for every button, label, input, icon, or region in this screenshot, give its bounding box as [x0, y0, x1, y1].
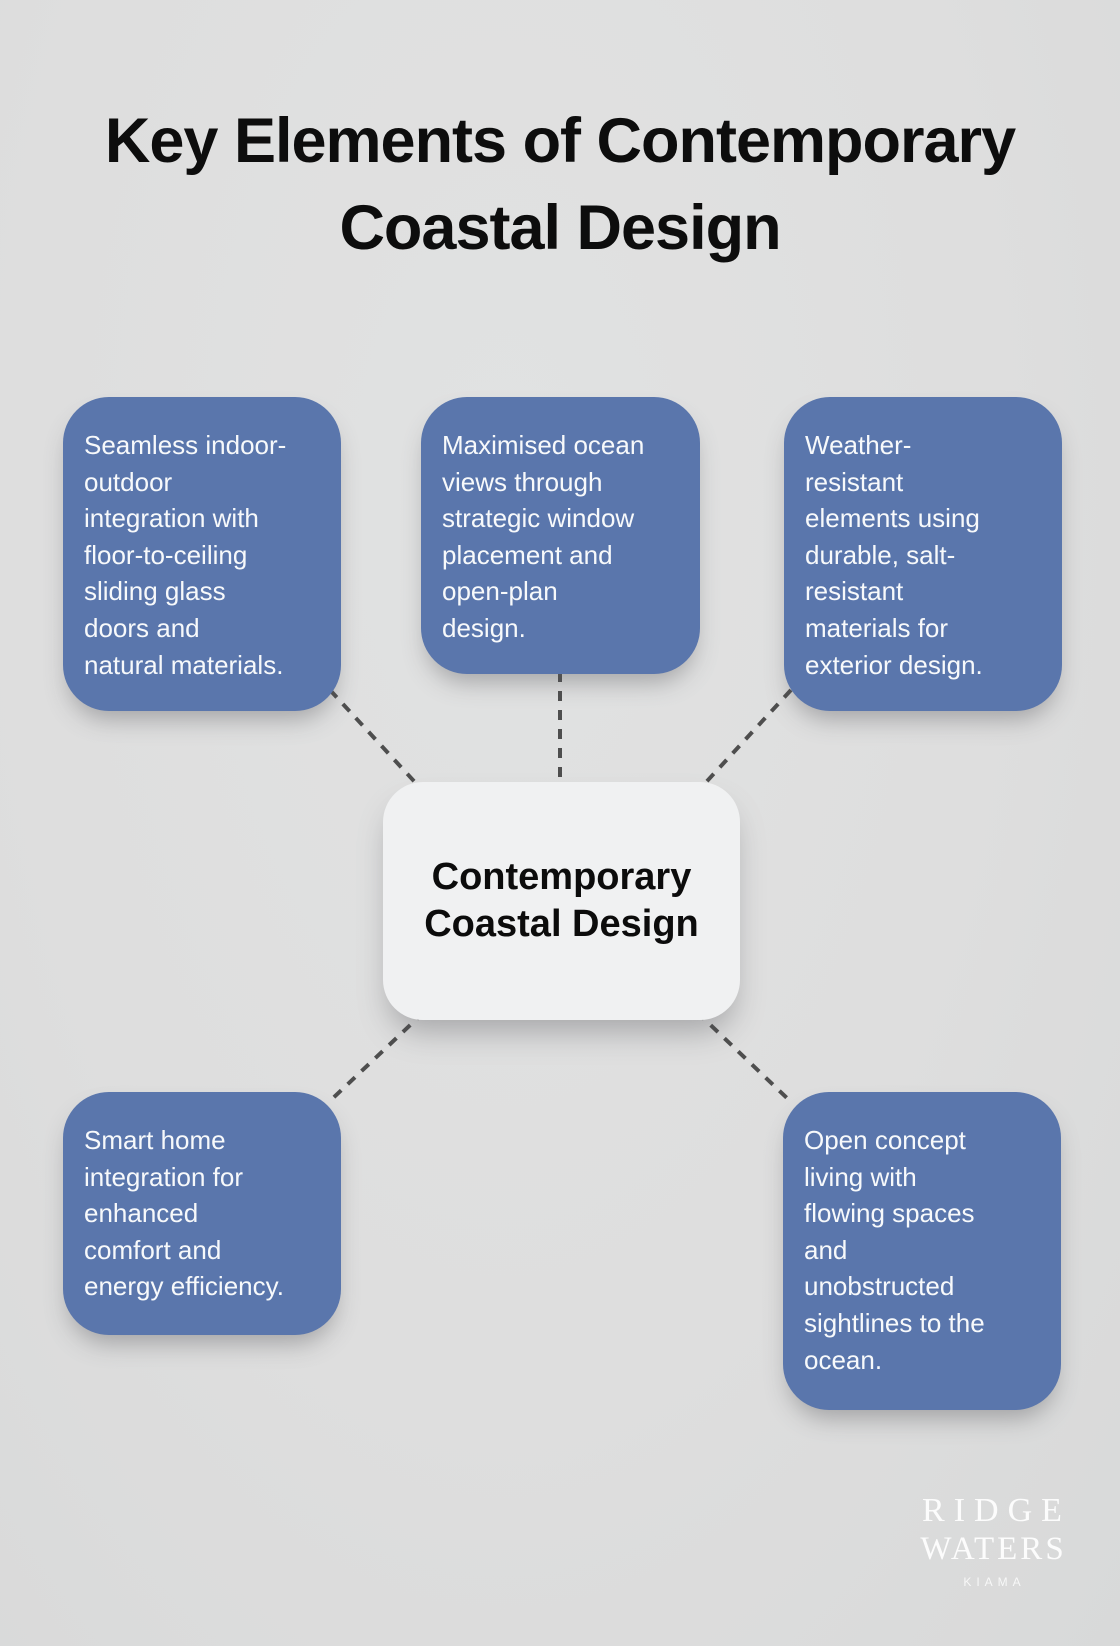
node-bottom-right: Open concept living with flowing spaces … [783, 1092, 1061, 1410]
node-text: Weather- resistant elements using durabl… [805, 430, 983, 680]
connector-bottom-left [329, 1010, 426, 1102]
logo-waters: WATERS [920, 1531, 1067, 1567]
logo-kiama: KIAMA [963, 1575, 1026, 1589]
connector-top-right [695, 688, 793, 794]
node-top-middle: Maximised ocean views through strategic … [421, 397, 700, 674]
page-title: Key Elements of Contemporary Coastal Des… [104, 106, 1016, 263]
node-text: Open concept living with flowing spaces … [804, 1125, 985, 1375]
center-node-label: Contemporary Coastal Design [424, 856, 699, 945]
node-text: Maximised ocean views through strategic … [442, 430, 645, 643]
logo-ridge: RIDGE [922, 1492, 1071, 1529]
node-top-left: Seamless indoor- outdoor integration wit… [63, 397, 341, 711]
brand-logo: RIDGE WATERS KIAMA [880, 1492, 1104, 1589]
node-bottom-left: Smart home integration for enhanced comf… [63, 1092, 341, 1335]
center-node: Contemporary Coastal Design [383, 782, 740, 1020]
node-text: Smart home integration for enhanced comf… [84, 1125, 284, 1302]
connector-top-left [328, 688, 426, 794]
connector-bottom-right [695, 1010, 791, 1102]
node-text: Seamless indoor- outdoor integration wit… [84, 430, 287, 680]
node-top-right: Weather- resistant elements using durabl… [784, 397, 1062, 711]
